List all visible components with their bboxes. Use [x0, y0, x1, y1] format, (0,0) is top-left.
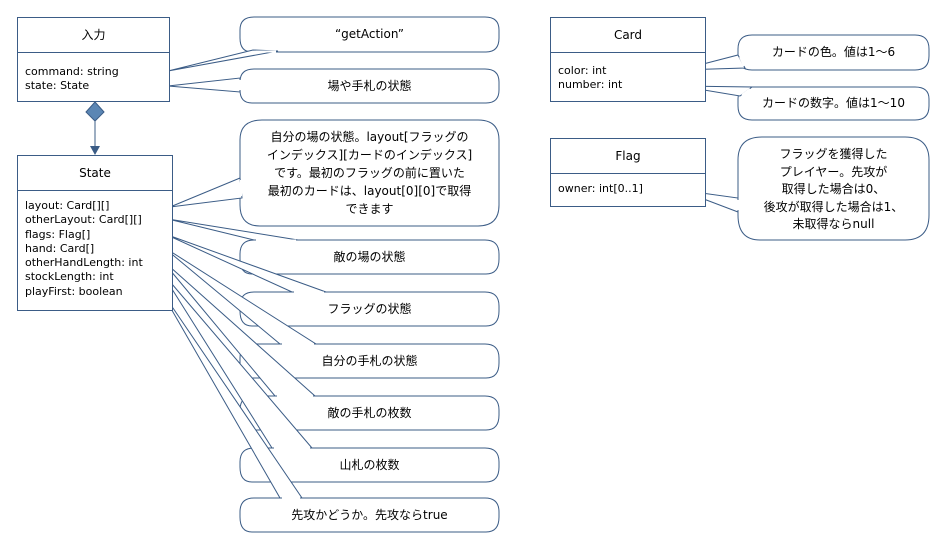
arrow-head-icon [90, 146, 100, 155]
note-card-color-text: カードの色。値は1〜6 [738, 45, 929, 60]
class-nyuryoku: 入力 command: string state: State [17, 17, 170, 102]
class-state: State layout: Card[][] otherLayout: Card… [17, 155, 173, 311]
attr-layout: layout: Card[][] [25, 199, 110, 212]
note-jibun-tefuda [161, 245, 500, 379]
attr-play-first: playFirst: boolean [25, 284, 123, 298]
note-line: 場や手札の状態 [327, 79, 412, 93]
composition-diamond-icon [85, 101, 105, 122]
note-card-number [679, 85, 930, 121]
class-flag: Flag owner: int[0..1] [550, 138, 706, 207]
class-flag-title: Flag [551, 139, 705, 174]
note-jibun-tefuda-text: 自分の手札の状態 [240, 354, 499, 369]
attr-state: state: State [25, 79, 90, 93]
note-line: 自分の場の状態。layout[フラッグの [270, 130, 469, 144]
note-teki-ba [167, 218, 500, 275]
note-line: カードの色。値は1〜6 [771, 45, 896, 59]
note-line: インデックス][カードのインデックス] [266, 148, 473, 162]
class-card: Card color: int number: int [550, 17, 706, 102]
note-line: 取得した場合は0、 [781, 182, 886, 196]
class-card-title: Card [551, 18, 705, 53]
note-line: 先攻かどうか。先攻ならtrue [291, 508, 448, 522]
note-teki-tefuda [159, 257, 500, 431]
attr-flags: flags: Flag[] [25, 227, 91, 241]
attr-command: command: string [25, 65, 119, 78]
note-yamafuda [159, 269, 500, 483]
note-senkou-text: 先攻かどうか。先攻ならtrue [240, 508, 499, 523]
class-state-attributes: layout: Card[][] otherLayout: Card[][] f… [25, 199, 168, 299]
composition-connector [85, 101, 105, 155]
attr-stock-length: stockLength: int [25, 270, 114, 284]
attr-color: color: int [558, 64, 607, 77]
note-card-number-text: カードの数字。値は1〜10 [738, 96, 929, 111]
attr-number: number: int [558, 78, 623, 92]
note-line: 自分の手札の状態 [321, 354, 418, 368]
note-card-color [679, 34, 930, 71]
note-line: プレイヤー。先攻が [779, 164, 888, 179]
note-senkou [157, 285, 500, 533]
note-yamafuda-text: 山札の枚数 [240, 458, 499, 473]
class-nyuryoku-attributes: command: string state: State [25, 65, 165, 94]
note-line: 山札の枚数 [339, 458, 400, 472]
attr-owner: owner: int[0..1] [558, 182, 643, 195]
note-flag-state [164, 233, 500, 327]
note-layout [169, 119, 500, 227]
note-line: です。最初のフラッグの前に置いた [274, 166, 465, 180]
note-ba-tefuda-text: 場や手札の状態 [240, 79, 499, 94]
note-line: フラッグの状態 [327, 302, 412, 316]
note-get-action-text: “getAction” [240, 27, 499, 42]
note-flag-state-text: フラッグの状態 [240, 302, 499, 317]
note-line: できます [345, 202, 394, 216]
class-card-attributes: color: int number: int [558, 64, 701, 93]
note-line: フラッグを獲得した [779, 147, 888, 161]
note-get-action [167, 16, 500, 72]
attr-hand: hand: Card[] [25, 241, 95, 255]
note-line: 最初のカードは、layout[0][0]で取得 [267, 184, 472, 198]
note-teki-tefuda-text: 敵の手札の枚数 [240, 406, 499, 421]
note-line: 未取得ならnull [792, 217, 875, 231]
note-line: 敵の場の状態 [333, 250, 406, 264]
note-line: “getAction” [334, 27, 405, 41]
class-state-title: State [18, 156, 172, 191]
note-flag-owner [679, 136, 930, 241]
class-nyuryoku-title: 入力 [18, 18, 169, 53]
class-flag-attributes: owner: int[0..1] [558, 182, 701, 196]
note-ba-tefuda [167, 68, 500, 104]
attr-other-layout: otherLayout: Card[][] [25, 213, 142, 227]
note-teki-ba-text: 敵の場の状態 [240, 250, 499, 265]
note-layout-text: 自分の場の状態。layout[フラッグの インデックス][カードのインデックス]… [240, 128, 499, 218]
note-line: 後攻が取得した場合は1、 [763, 199, 904, 214]
note-line: カードの数字。値は1〜10 [762, 96, 905, 110]
note-line: 敵の手札の枚数 [327, 406, 412, 420]
note-flag-owner-text: フラッグを獲得した プレイヤー。先攻が 取得した場合は0、 後攻が取得した場合は… [738, 146, 929, 234]
attr-other-hand-length: otherHandLength: int [25, 256, 143, 270]
